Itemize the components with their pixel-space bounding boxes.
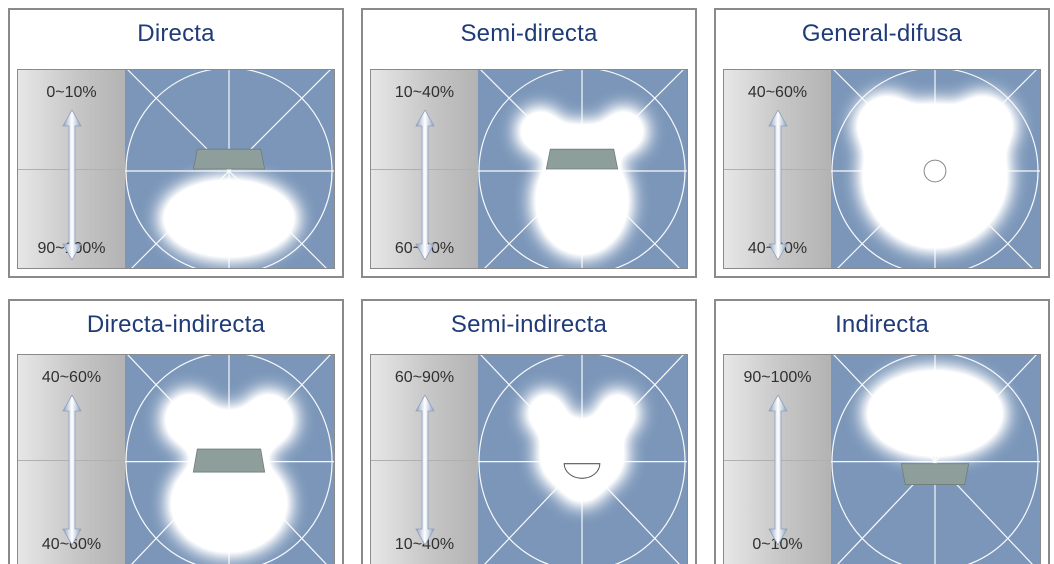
light-distribution-diagram [478, 355, 687, 564]
panel-title: Directa-indirecta [86, 311, 266, 338]
luminaire-shape [900, 463, 970, 485]
light-distribution-diagram [831, 355, 1040, 564]
distribution-figure [125, 70, 334, 268]
panel-body: 40~60% 40~60% [723, 69, 1041, 269]
panel-title: Directa [137, 20, 215, 47]
panel-title: Semi-directa [460, 20, 598, 47]
distribution-scale: 60~90% 10~40% [371, 355, 478, 564]
light-distribution-diagram [125, 355, 334, 564]
double-arrow-icon [415, 110, 435, 260]
upward-percentage: 60~90% [394, 369, 455, 386]
panel-directa-indirecta: Directa-indirecta 40~60% 40~60% [8, 299, 344, 564]
panel-title: Indirecta [835, 311, 929, 338]
double-arrow-icon [62, 395, 82, 545]
panel-body: 10~40% 60~90% [370, 69, 688, 269]
luminaire-shape [923, 159, 947, 183]
distribution-scale: 40~60% 40~60% [724, 70, 831, 268]
upward-percentage: 0~10% [46, 84, 97, 101]
panel-directa: Directa 0~10% 90~100% [8, 8, 344, 278]
distribution-figure [125, 355, 334, 564]
double-arrow-icon [768, 110, 788, 260]
panel-body: 40~60% 40~60% [17, 354, 335, 564]
panel-body: 60~90% 10~40% [370, 354, 688, 564]
distribution-scale: 40~60% 40~60% [18, 355, 125, 564]
distribution-figure [478, 70, 687, 268]
distribution-figure [478, 355, 687, 564]
luminaire-shape [192, 448, 266, 473]
light-distribution-diagram [125, 70, 334, 268]
upward-percentage: 90~100% [743, 369, 812, 386]
double-arrow-icon [768, 395, 788, 545]
distribution-scale: 10~40% 60~90% [371, 70, 478, 268]
panel-body: 90~100% 0~10% [723, 354, 1041, 564]
upward-percentage: 40~60% [747, 84, 808, 101]
distribution-figure [831, 355, 1040, 564]
upward-percentage: 40~60% [41, 369, 102, 386]
luminaire-shape [563, 463, 601, 479]
distribution-scale: 0~10% 90~100% [18, 70, 125, 268]
panel-semi-directa: Semi-directa 10~40% 60~90% [361, 8, 697, 278]
panel-semi-indirecta: Semi-indirecta 60~90% 10~40% [361, 299, 697, 564]
panel-title: Semi-indirecta [450, 311, 608, 338]
distribution-scale: 90~100% 0~10% [724, 355, 831, 564]
double-arrow-icon [62, 110, 82, 260]
luminaire-shape [192, 148, 266, 170]
light-distribution-diagram [478, 70, 687, 268]
double-arrow-icon [415, 395, 435, 545]
upward-percentage: 10~40% [394, 84, 455, 101]
panel-title: General-difusa [801, 20, 963, 47]
distribution-figure [831, 70, 1040, 268]
panel-general-difusa: General-difusa 40~60% 40~60% [714, 8, 1050, 278]
panel-body: 0~10% 90~100% [17, 69, 335, 269]
luminaire-shape [545, 148, 619, 170]
light-distribution-diagram [831, 70, 1040, 268]
panel-indirecta: Indirecta 90~100% 0~10% [714, 299, 1050, 564]
